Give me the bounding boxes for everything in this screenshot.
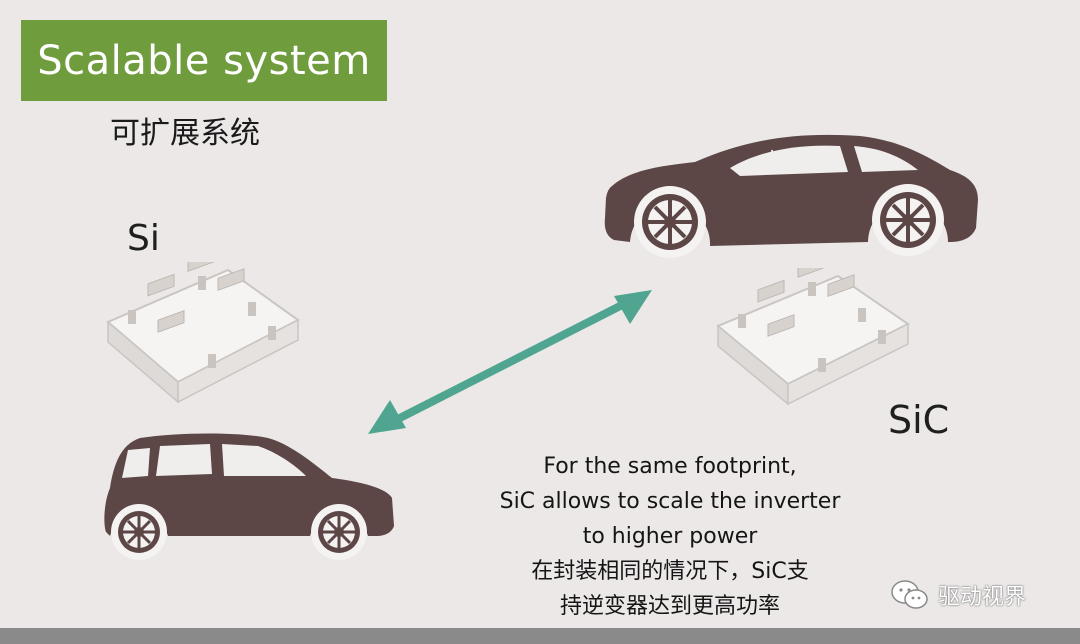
slide-title: Scalable system	[37, 37, 371, 84]
si-power-module-icon	[106, 262, 300, 404]
hatchback-car-icon	[104, 433, 394, 560]
sic-power-module-icon	[716, 268, 910, 406]
watermark-text: 驱动视界	[938, 585, 1027, 610]
caption-line-zh-2: 持逆变器达到更高功率	[559, 594, 780, 619]
caption-line-en-1: For the same footprint,	[543, 454, 797, 479]
sic-label: SiC	[888, 398, 950, 442]
wechat-icon	[891, 580, 928, 609]
caption: For the same footprint, SiC allows to sc…	[430, 449, 910, 624]
sports-car-icon	[604, 134, 978, 258]
si-label: Si	[127, 218, 160, 259]
watermark: 驱动视界	[890, 578, 1026, 612]
caption-line-zh-1: 在封装相同的情况下，SiC支	[531, 559, 809, 584]
slide-subtitle: 可扩展系统	[110, 116, 260, 151]
title-box: Scalable system	[21, 20, 387, 101]
caption-line-en-2: SiC allows to scale the inverter	[499, 489, 841, 514]
caption-line-en-3: to higher power	[582, 524, 758, 549]
double-arrow-icon	[368, 290, 652, 434]
bottom-bar	[0, 628, 1080, 644]
